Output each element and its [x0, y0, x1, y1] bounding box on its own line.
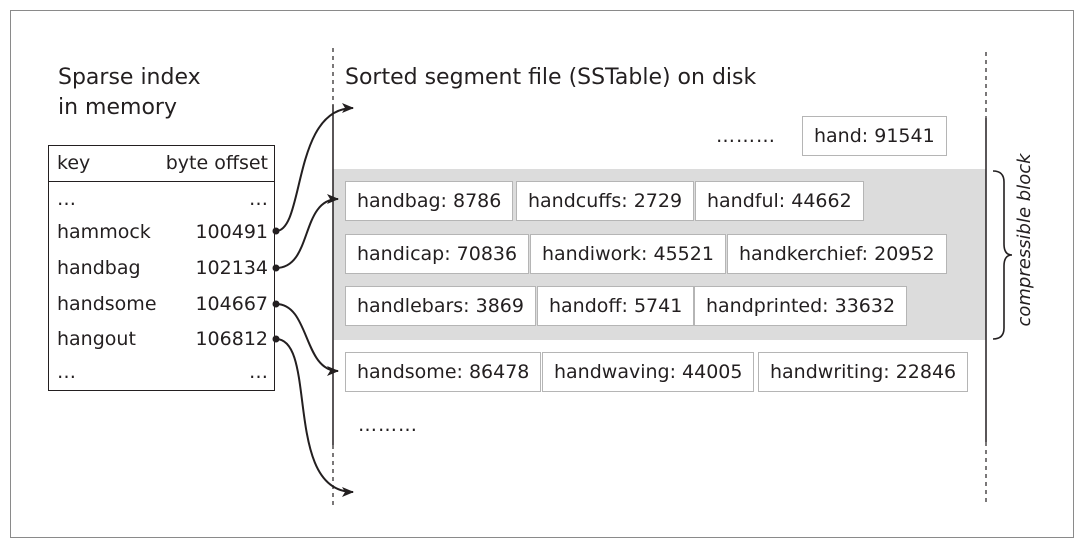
sstable-entry: handbag: 8786	[345, 181, 514, 221]
index-row-key: hammock	[57, 221, 151, 243]
pointer-arrow	[275, 103, 354, 232]
index-row-offset: …	[249, 361, 268, 383]
sstable-entry: handcuffs: 2729	[516, 181, 695, 221]
sstable-entry: handprinted: 33632	[694, 286, 908, 326]
index-row-key: hangout	[57, 328, 136, 350]
sparse-index-table: key byte offset … … hammock 100491 handb…	[48, 145, 275, 391]
index-row-offset: 100491	[195, 221, 268, 243]
sstable-entry: handoff: 5741	[537, 286, 695, 326]
sstable-entry: handlebars: 3869	[345, 286, 536, 326]
pointer-arrow	[275, 194, 339, 269]
index-row-key: handbag	[57, 257, 141, 279]
block-brace	[992, 170, 1013, 340]
index-row-key: …	[57, 361, 76, 383]
index-header: key byte offset	[49, 146, 274, 182]
sstable-entry: handsome: 86478	[345, 352, 542, 392]
sstable-entry: handicap: 70836	[345, 234, 530, 274]
index-col-key: key	[57, 152, 91, 174]
pointer-arrow	[275, 338, 354, 497]
sstable-entry: handwriting: 22846	[758, 352, 969, 392]
top-ellipsis: ………	[716, 125, 776, 147]
segment-title: Sorted segment file (SSTable) on disk	[345, 65, 757, 90]
index-title-line1: Sparse index	[58, 65, 201, 90]
sstable-entry: hand: 91541	[802, 116, 947, 156]
sstable-entry: handwaving: 44005	[542, 352, 755, 392]
index-col-offset: byte offset	[165, 152, 268, 174]
index-row-offset: 104667	[195, 293, 268, 315]
index-row-key: handsome	[57, 293, 157, 315]
sstable-entry: handkerchief: 20952	[727, 234, 947, 274]
sstable-entry: handful: 44662	[695, 181, 864, 221]
index-row-key: …	[57, 188, 76, 210]
index-row-offset: …	[249, 188, 268, 210]
index-row-offset: 102134	[195, 257, 268, 279]
pointer-arrow	[275, 303, 339, 376]
index-title-line2: in memory	[58, 95, 177, 120]
index-row-offset: 106812	[195, 328, 268, 350]
sstable-entry: handiwork: 45521	[530, 234, 726, 274]
bottom-ellipsis: ………	[358, 414, 418, 436]
figure-frame	[10, 10, 1074, 538]
